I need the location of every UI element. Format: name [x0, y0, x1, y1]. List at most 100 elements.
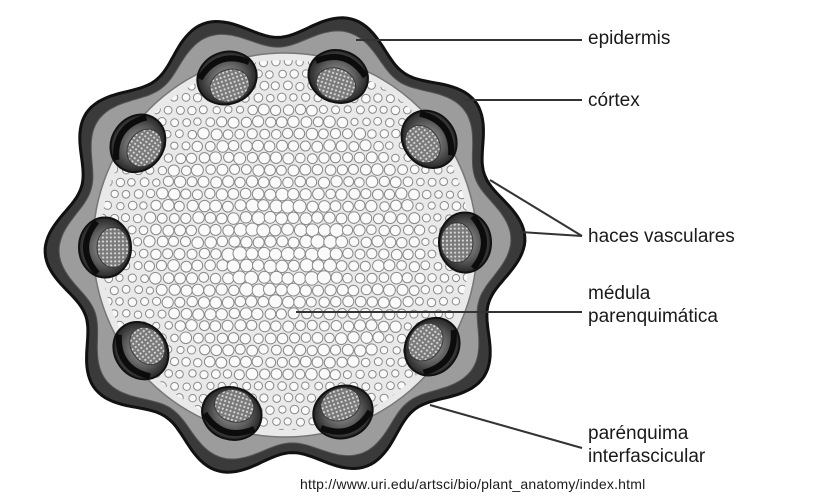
parenchyma-cell	[361, 332, 373, 344]
parenchyma-cell	[435, 191, 443, 199]
parenchyma-cell	[259, 345, 269, 355]
parenchyma-cell	[269, 295, 282, 308]
parenchyma-cell	[223, 345, 234, 356]
parenchyma-cell	[343, 296, 354, 307]
parenchyma-cell	[193, 94, 201, 102]
parenchyma-cell	[410, 165, 419, 174]
parenchyma-cell	[378, 297, 389, 308]
parenchyma-cell	[111, 190, 118, 197]
parenchyma-cell	[428, 250, 436, 258]
parenchyma-cell	[343, 321, 354, 332]
parenchyma-cell	[373, 260, 385, 272]
parenchyma-cell	[287, 283, 300, 296]
parenchyma-cell	[306, 369, 318, 381]
parenchyma-cell	[290, 333, 300, 343]
parenchyma-cell	[277, 357, 287, 367]
parenchyma-cell	[176, 370, 184, 378]
parenchyma-cell	[144, 236, 155, 247]
parenchyma-cell	[271, 369, 282, 380]
parenchyma-cell	[211, 177, 222, 188]
parenchyma-cell	[283, 128, 293, 138]
parenchyma-cell	[288, 116, 299, 127]
parenchyma-cell	[288, 260, 299, 271]
parenchyma-cell	[210, 321, 221, 332]
parenchyma-cell	[300, 213, 312, 225]
parenchyma-cell	[337, 309, 347, 319]
parenchyma-cell	[279, 70, 287, 78]
parenchyma-cell	[337, 284, 348, 295]
parenchyma-cell	[354, 225, 365, 236]
parenchyma-cell	[344, 106, 351, 113]
parenchyma-cell	[258, 104, 269, 115]
parenchyma-cell	[254, 334, 264, 344]
parenchyma-cell	[246, 176, 257, 187]
parenchyma-cell	[355, 345, 366, 356]
parenchyma-cell	[283, 105, 293, 115]
parenchyma-cell	[223, 130, 233, 140]
parenchyma-cell	[296, 394, 305, 403]
parenchyma-cell	[312, 165, 322, 175]
parenchyma-cell	[433, 285, 442, 294]
parenchyma-cell	[324, 212, 335, 223]
parenchyma-cell	[116, 298, 124, 306]
parenchyma-cell	[234, 370, 244, 380]
parenchyma-cell	[294, 248, 305, 259]
parenchyma-cell	[260, 394, 268, 402]
parenchyma-cell	[319, 368, 330, 379]
parenchyma-cell	[325, 285, 336, 296]
parenchyma-cell	[277, 236, 288, 247]
parenchyma-cell	[199, 224, 211, 236]
parenchyma-cell	[343, 248, 353, 258]
parenchyma-cell	[163, 200, 175, 212]
parenchyma-cell	[241, 356, 252, 367]
parenchyma-cell	[398, 165, 408, 175]
parenchyma-cell	[295, 176, 306, 187]
parenchyma-cell	[181, 237, 191, 247]
parenchyma-cell	[434, 263, 442, 271]
label-cortex: córtex	[588, 89, 640, 112]
parenchyma-cell	[205, 260, 216, 271]
parenchyma-cell	[397, 238, 407, 248]
parenchyma-cell	[277, 165, 287, 175]
parenchyma-cell	[241, 117, 251, 127]
parenchyma-cell	[122, 285, 130, 293]
parenchyma-cell	[403, 249, 413, 259]
parenchyma-cell	[331, 153, 341, 163]
parenchyma-cell	[181, 261, 192, 272]
parenchyma-cell	[336, 213, 347, 224]
parenchyma-cell	[211, 249, 221, 259]
parenchyma-cell	[283, 369, 293, 379]
parenchyma-cell	[228, 117, 239, 128]
parenchyma-cell	[335, 333, 347, 345]
parenchyma-cell	[337, 165, 347, 175]
parenchyma-cell	[223, 370, 231, 378]
parenchyma-cell	[404, 323, 411, 330]
parenchyma-cell	[246, 248, 258, 260]
parenchyma-cell	[229, 308, 239, 318]
parenchyma-cell	[290, 94, 297, 101]
parenchyma-cell	[348, 164, 358, 174]
parenchyma-cell	[228, 213, 240, 225]
parenchyma-cell	[301, 407, 309, 415]
parenchyma-cell	[295, 104, 305, 114]
parenchyma-cell	[182, 166, 192, 176]
parenchyma-cell	[307, 201, 318, 212]
parenchyma-cell	[189, 395, 196, 402]
parenchyma-cell	[373, 189, 384, 200]
parenchyma-cell	[373, 332, 384, 343]
parenchyma-cell	[266, 406, 274, 414]
parenchyma-cell	[277, 333, 288, 344]
parenchyma-cell	[254, 93, 263, 102]
parenchyma-cell	[283, 346, 293, 356]
parenchyma-cell	[337, 357, 347, 367]
parenchyma-cell	[276, 188, 289, 201]
parenchyma-cell	[379, 153, 389, 163]
parenchyma-cell	[318, 177, 329, 188]
parenchyma-cell	[369, 371, 377, 379]
parenchyma-cell	[379, 225, 389, 235]
parenchyma-cell	[349, 142, 359, 152]
parenchyma-cell	[312, 333, 323, 344]
parenchyma-cell	[324, 259, 337, 272]
parenchyma-cell	[260, 129, 270, 139]
